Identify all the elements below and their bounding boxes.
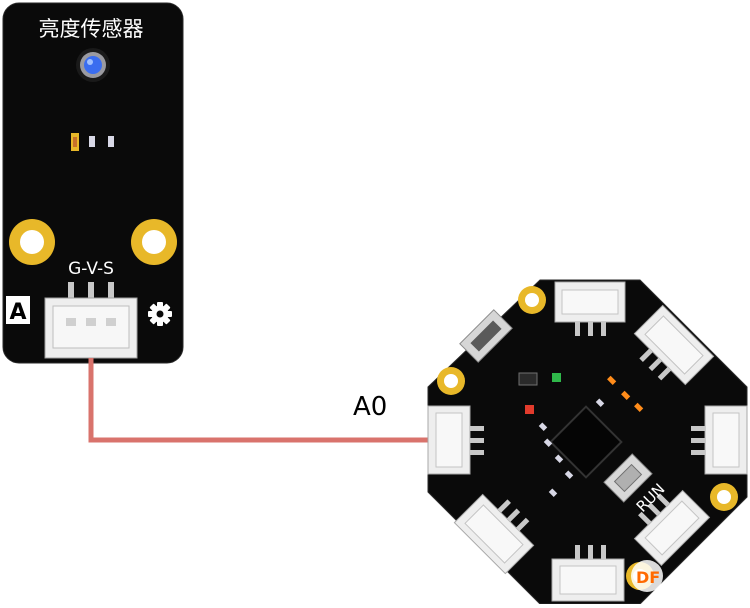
board-mounting-hole-right bbox=[710, 483, 738, 511]
board-connector-bottom-right bbox=[633, 489, 711, 567]
board-mounting-hole-left bbox=[437, 367, 465, 395]
board-connector-bottom bbox=[551, 545, 625, 602]
board-connector-left bbox=[427, 405, 484, 475]
gear-icon bbox=[148, 302, 172, 326]
status-led-green bbox=[552, 373, 561, 382]
board-connector-right bbox=[691, 405, 748, 475]
sensor-smd-components bbox=[71, 133, 114, 151]
microcontroller-chip bbox=[549, 405, 623, 479]
status-led-red bbox=[525, 405, 534, 414]
wire-label: A0 bbox=[353, 392, 387, 422]
board-connector-top bbox=[554, 281, 626, 336]
sensor-pin-label: G-V-S bbox=[68, 259, 114, 279]
analog-badge-label: A bbox=[9, 300, 26, 325]
sensor-mounting-hole-left bbox=[9, 219, 55, 265]
sensor-connector bbox=[44, 282, 138, 359]
signal-wire-path bbox=[88, 358, 428, 443]
analog-badge: A bbox=[6, 296, 30, 325]
usb-port bbox=[459, 309, 513, 363]
board-connector-bottom-left bbox=[453, 493, 535, 575]
board-mounting-hole-top bbox=[518, 286, 546, 314]
board-connector-top-right bbox=[633, 304, 715, 386]
light-sensor-module: 亮度传感器 G-V-S A bbox=[2, 2, 184, 364]
df-logo-watermark: DF bbox=[631, 560, 663, 592]
signal-wire: A0 bbox=[88, 358, 428, 443]
sensor-led bbox=[76, 48, 110, 82]
sensor-title: 亮度传感器 bbox=[39, 17, 144, 41]
watermark-text: DF bbox=[636, 568, 660, 587]
controller-board: RUN DF bbox=[427, 279, 748, 605]
board-smd-components bbox=[518, 372, 644, 497]
sensor-mounting-hole-right bbox=[131, 219, 177, 265]
